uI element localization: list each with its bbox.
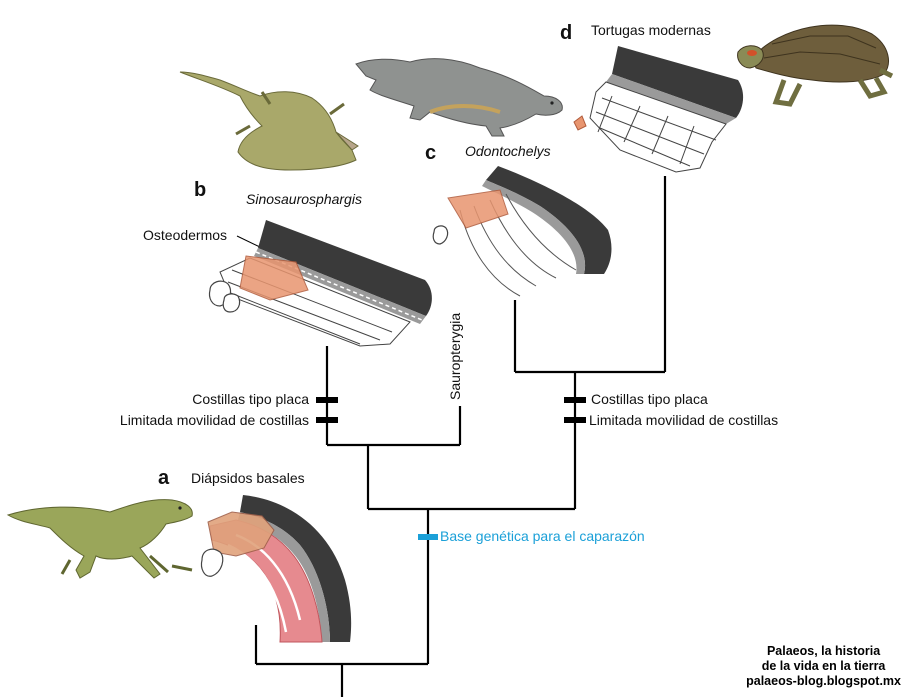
trait-bar-left-limited-mobility — [316, 417, 338, 423]
sinosaurosphargis-rib-diagram — [208, 220, 432, 347]
odontochelys-rib-diagram — [432, 166, 612, 297]
panel-b-title: Sinosaurosphargis — [246, 191, 362, 207]
credit-line-3: palaeos-blog.blogspot.mx — [746, 674, 901, 688]
left-trait-label-limited-mobility: Limitada movilidad de costillas — [120, 412, 309, 428]
panel-c-title: Odontochelys — [465, 143, 551, 159]
osteoderms-label: Osteodermos — [143, 227, 227, 243]
modern-turtle-illustration — [737, 24, 894, 107]
right-trait-label-limited-mobility: Limitada movilidad de costillas — [589, 412, 778, 428]
trait-bar-base-genetic — [418, 534, 438, 540]
tree-branches — [254, 176, 667, 697]
osteoderms-pointer — [236, 235, 263, 249]
basal-diapsid-lizard-illustration — [6, 499, 193, 579]
left-trait-label-plate-ribs: Costillas tipo placa — [192, 391, 309, 407]
trait-bar-right-limited-mobility — [564, 417, 586, 423]
trait-bar-left-plate-ribs — [316, 397, 338, 403]
credit-line-2: de la vida en la tierra — [761, 659, 886, 673]
base-trait-label: Base genética para el caparazón — [440, 528, 645, 544]
modern-turtle-rib-diagram — [573, 46, 744, 173]
credit-line-1: Palaeos, la historia — [766, 644, 881, 658]
panel-a-title: Diápsidos basales — [191, 470, 305, 486]
panel-a-letter: a — [158, 467, 170, 489]
panel-b-letter: b — [194, 179, 206, 201]
sauropterygia-label: Sauropterygia — [447, 313, 463, 400]
odontochelys-illustration — [355, 58, 563, 137]
panel-c-letter: c — [425, 142, 436, 164]
panel-d-title: Tortugas modernas — [591, 22, 711, 38]
credit-text: Palaeos, la historia de la vida en la ti… — [746, 644, 901, 689]
trait-bars — [316, 397, 586, 540]
panel-d-letter: d — [560, 22, 572, 44]
sinosaurosphargis-illustration — [179, 71, 359, 171]
basal-diapsid-rib-diagram — [200, 495, 352, 643]
right-trait-label-plate-ribs: Costillas tipo placa — [591, 391, 708, 407]
trait-bar-right-plate-ribs — [564, 397, 586, 403]
